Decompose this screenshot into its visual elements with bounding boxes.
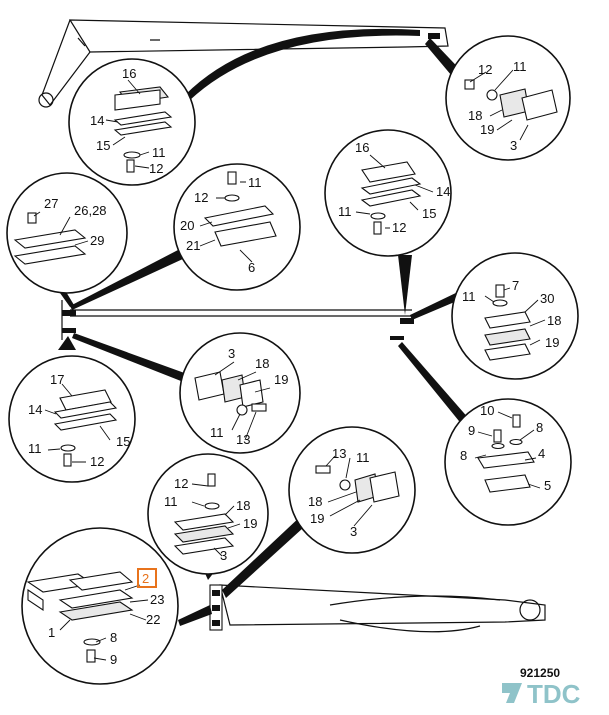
- part-label: 19: [480, 122, 494, 137]
- part-label: 5: [544, 478, 551, 493]
- part-label: 18: [308, 494, 322, 509]
- part-label: 11: [210, 425, 224, 440]
- part-label: 12: [149, 161, 163, 176]
- part-label: 12: [90, 454, 104, 469]
- part-label: 3: [228, 346, 235, 361]
- callout-circle-2: 12 11 18 19 3: [445, 35, 571, 161]
- part-label: 11: [338, 204, 352, 219]
- callout-circle-9: 10 9 8 8 4 5: [444, 398, 572, 526]
- part-label: 15: [422, 206, 436, 221]
- part-label: 12: [478, 62, 492, 77]
- part-label: 15: [96, 138, 110, 153]
- part-label: 7: [512, 278, 519, 293]
- part-label: 3: [350, 524, 357, 539]
- part-label: 11: [152, 145, 166, 160]
- part-label: 14: [436, 184, 450, 199]
- callout-circle-3: 27 26,28 29: [6, 172, 128, 294]
- part-label: 19: [243, 516, 257, 531]
- callout-circle-5: 16 14 15 11 12: [324, 129, 452, 257]
- part-label: 26,28: [74, 203, 107, 218]
- part-label: 18: [547, 313, 561, 328]
- part-label: 12: [194, 190, 208, 205]
- part-label-highlighted: 2: [142, 571, 149, 586]
- upper-boom: [38, 19, 449, 108]
- part-label: 15: [116, 434, 130, 449]
- part-label: 13: [236, 432, 250, 447]
- part-label: 30: [540, 291, 554, 306]
- part-label: 11: [513, 59, 527, 74]
- part-label: 11: [164, 494, 178, 509]
- part-label: 13: [332, 446, 346, 461]
- part-label: 14: [28, 402, 42, 417]
- part-label: 17: [50, 372, 64, 387]
- part-label: 19: [274, 372, 288, 387]
- part-label: 11: [356, 450, 370, 465]
- part-label: 19: [310, 511, 324, 526]
- tdc-logo: TDC: [502, 679, 581, 709]
- callout-circle-7: 17 14 15 11 12: [8, 355, 136, 483]
- part-label: 4: [538, 446, 545, 461]
- lower-boom: [209, 584, 546, 633]
- part-label: 18: [236, 498, 250, 513]
- highlighted-part-box: [137, 568, 157, 588]
- callout-circle-12: 2 23 22 1 8 9: [21, 527, 179, 685]
- part-label: 8: [536, 420, 543, 435]
- middle-boom: [61, 300, 414, 340]
- callout-circle-1: 16 14 15 11 12: [68, 58, 196, 186]
- part-label: 11: [28, 441, 42, 456]
- part-label: 9: [468, 423, 475, 438]
- part-label: 29: [90, 233, 104, 248]
- part-label: 1: [48, 625, 55, 640]
- part-label: 20: [180, 218, 194, 233]
- callout-circle-6: 7 11 30 18 19: [451, 252, 579, 380]
- part-label: 22: [146, 612, 160, 627]
- part-label: 23: [150, 592, 164, 607]
- logo-text: TDC: [527, 679, 581, 709]
- part-label: 21: [186, 238, 200, 253]
- part-label: 8: [110, 630, 117, 645]
- callout-circle-8: 3 18 19 11 13: [179, 332, 301, 454]
- part-label: 12: [174, 476, 188, 491]
- drawing-number: 921250: [520, 666, 560, 680]
- callout-circle-11: 12 11 18 19 3: [147, 453, 269, 575]
- part-label: 9: [110, 652, 117, 667]
- callout-circle-4: 11 12 20 21 6: [173, 163, 301, 291]
- part-label: 18: [468, 108, 482, 123]
- callout-circle-10: 13 11 18 19 3: [288, 426, 416, 554]
- part-label: 8: [460, 448, 467, 463]
- part-label: 11: [248, 175, 262, 190]
- part-label: 27: [44, 196, 58, 211]
- part-label: 19: [545, 335, 559, 350]
- part-label: 14: [90, 113, 104, 128]
- part-label: 3: [220, 548, 227, 563]
- part-label: 16: [122, 66, 136, 81]
- part-label: 6: [248, 260, 255, 275]
- part-label: 3: [510, 138, 517, 153]
- tdc-logo-icon: [502, 683, 522, 703]
- part-label: 11: [462, 289, 476, 304]
- part-label: 10: [480, 403, 494, 418]
- part-label: 16: [355, 140, 369, 155]
- part-label: 18: [255, 356, 269, 371]
- part-label: 12: [392, 220, 406, 235]
